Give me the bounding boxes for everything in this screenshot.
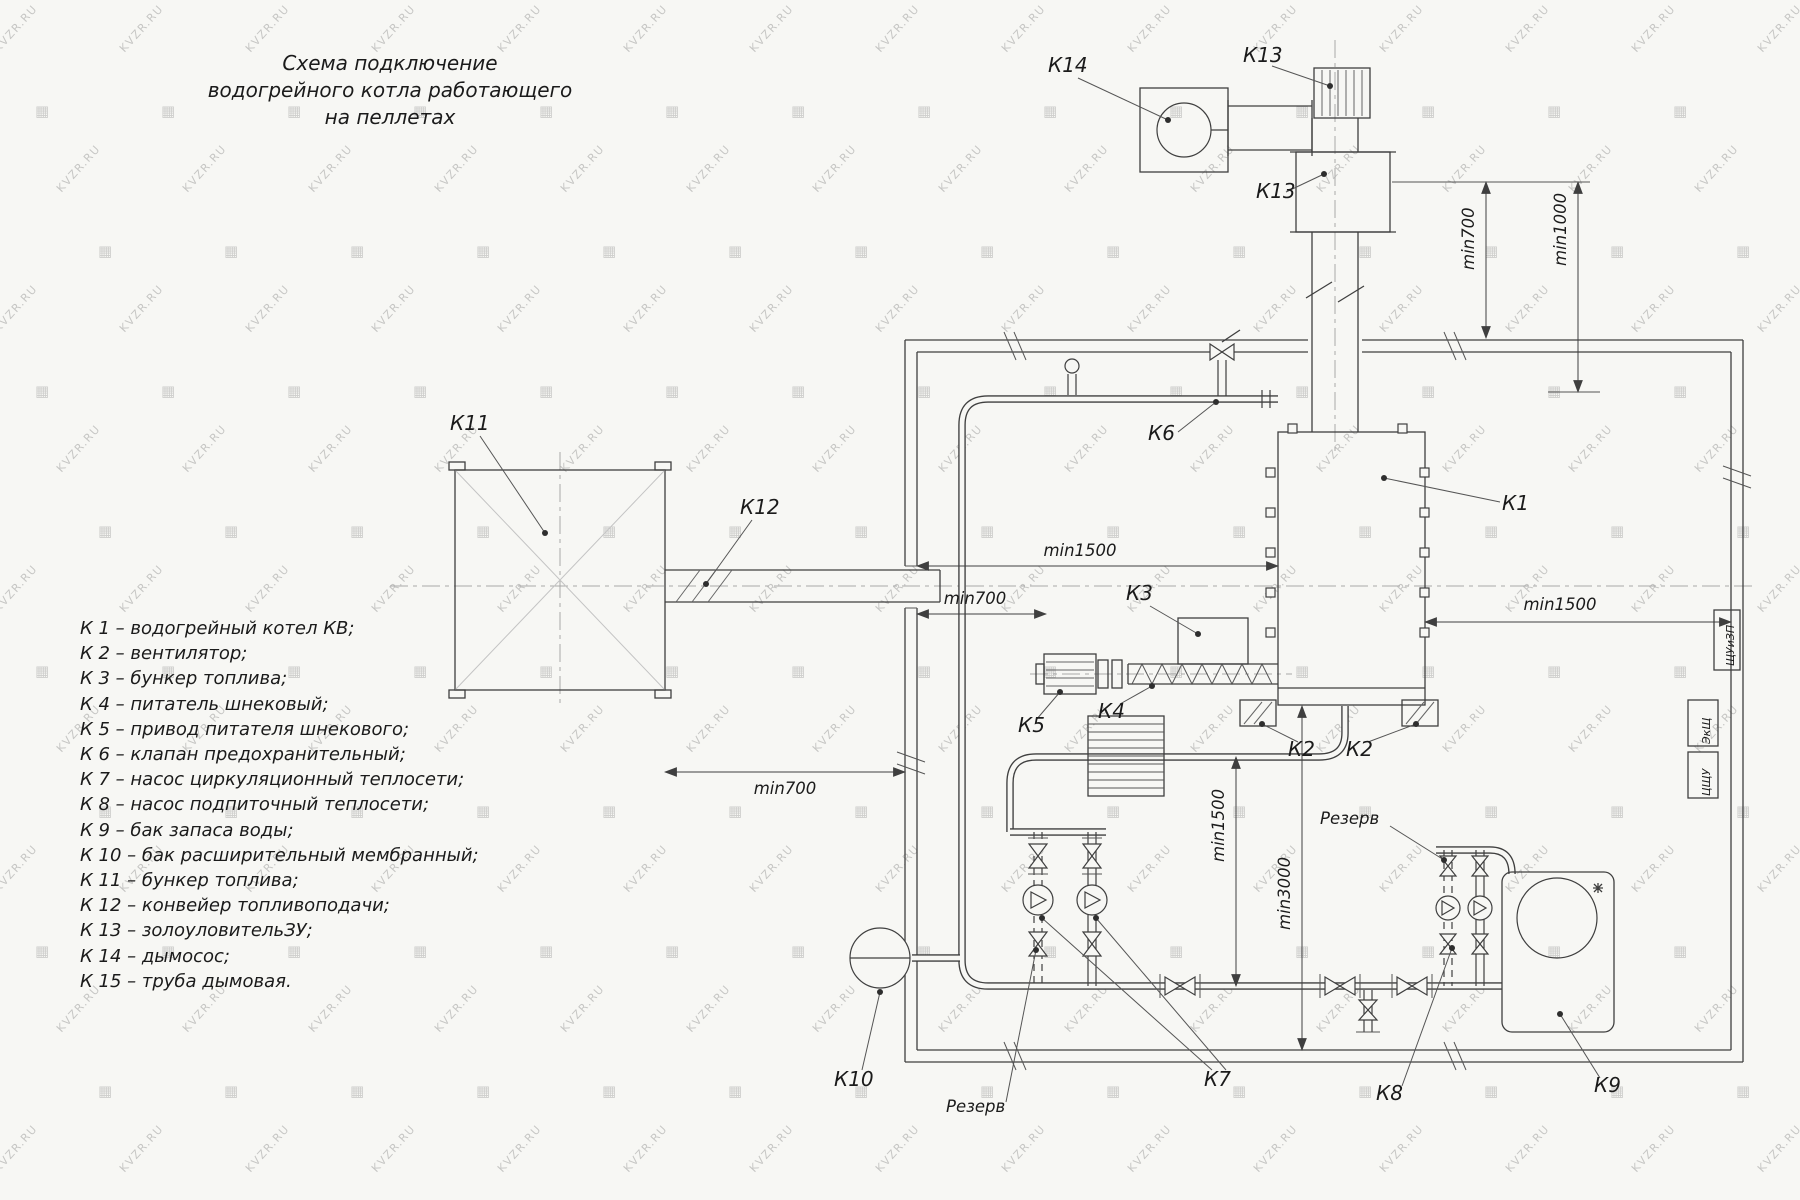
dim-min1000-top: min1000 xyxy=(1551,193,1570,266)
centerlines xyxy=(390,40,1756,706)
boiler-room-walls xyxy=(896,331,1752,1071)
legend-item-k8: К 8 – насос подпиточный теплосети; xyxy=(80,794,430,816)
label-k13-mid: К13 xyxy=(1256,179,1296,203)
label-k6: К6 xyxy=(1148,421,1175,445)
legend-item-k3: К 3 – бункер топлива; xyxy=(80,668,288,690)
legend-item-k6: К 6 – клапан предохранительный; xyxy=(80,744,406,766)
label-reserve-top: Резерв xyxy=(1320,809,1379,828)
dim-min1500-right: min1500 xyxy=(1523,595,1596,614)
title-line-1: Схема подключение xyxy=(282,51,498,75)
legend-item-k13: К 13 – золоуловительЗУ; xyxy=(80,920,313,942)
makeup-pumps-k8 xyxy=(1435,850,1493,986)
legend-item-k14: К 14 – дымосос; xyxy=(80,945,230,967)
ash-collector-motor xyxy=(1313,67,1371,119)
label-k13-top: К13 xyxy=(1243,43,1283,67)
label-k2-left: К2 xyxy=(1288,737,1315,761)
label-k10: К10 xyxy=(834,1067,874,1091)
dim-min700-left: min700 xyxy=(944,589,1007,608)
dim-min700-top: min700 xyxy=(1459,207,1478,270)
label-k4: К4 xyxy=(1098,699,1125,723)
boiler-k1 xyxy=(1265,423,1430,706)
label-k9: К9 xyxy=(1594,1073,1621,1097)
expansion-tank-k10 xyxy=(849,927,911,989)
fuel-hopper-k3 xyxy=(1177,617,1249,665)
label-k5: К5 xyxy=(1018,713,1045,737)
legend: К 1 – водогрейный котел КВ; К 2 – вентил… xyxy=(80,616,479,994)
panel-label-2: ЭкЩ xyxy=(1700,718,1713,745)
legend-item-k10: К 10 – бак расширительный мембранный; xyxy=(80,844,479,866)
label-k12: К12 xyxy=(740,495,780,519)
electrical-panels: ЩУиЗП ЭкЩ ЦЩУ xyxy=(1687,609,1741,799)
legend-item-k11: К 11 – бункер топлива; xyxy=(80,870,299,892)
water-tank-k9 xyxy=(1501,871,1615,1033)
legend-item-k1: К 1 – водогрейный котел КВ; xyxy=(80,618,355,639)
screw-feeder-k4 xyxy=(1097,659,1278,689)
title-line-3: на пеллетах xyxy=(324,105,456,129)
panel-label-3: ЦЩУ xyxy=(1700,767,1713,796)
ash-collector-k13 xyxy=(1290,151,1396,233)
panel-label-1: ЩУиЗП xyxy=(1724,625,1737,666)
circulation-pumps-k7 xyxy=(1022,832,1108,986)
title-line-2: водогрейного котла работающего xyxy=(207,78,573,102)
feeder-drive-k5 xyxy=(1035,653,1097,695)
air-vent-symbol xyxy=(1064,358,1080,395)
dim-min3000-vertical: min3000 xyxy=(1275,857,1294,930)
dimension-lines xyxy=(663,180,1733,1052)
dim-min1500-left: min1500 xyxy=(1043,541,1116,560)
label-k3: К3 xyxy=(1126,581,1153,605)
bottom-pipe-valves xyxy=(1159,974,1433,1033)
legend-item-k9: К 9 – бак запаса воды; xyxy=(80,819,294,841)
fuel-bunker-k11 xyxy=(448,461,672,699)
smoke-fan-k14 xyxy=(1139,87,1313,173)
legend-item-k15: К 15 – труба дымовая. xyxy=(80,970,292,992)
label-k14: К14 xyxy=(1048,53,1088,77)
label-k1: К1 xyxy=(1502,491,1529,515)
legend-item-k7: К 7 – насос циркуляционный теплосети; xyxy=(80,769,465,791)
safety-valve-k6 xyxy=(1209,329,1241,396)
label-k8: К8 xyxy=(1376,1081,1403,1105)
label-k11: К11 xyxy=(450,411,490,435)
fan-k2-left xyxy=(1239,699,1277,727)
label-reserve-bottom: Резерв xyxy=(946,1097,1005,1116)
dim-min700-bunker: min700 xyxy=(754,779,817,798)
drawing-title: Схема подключение водогрейного котла раб… xyxy=(190,50,590,131)
legend-item-k4: К 4 – питатель шнековый; xyxy=(80,693,329,715)
legend-item-k12: К 12 – конвейер топливоподачи; xyxy=(80,895,390,917)
stairs xyxy=(1087,715,1165,797)
label-k2-right: К2 xyxy=(1346,737,1373,761)
leader-lines xyxy=(479,65,1601,1103)
label-k7: К7 xyxy=(1204,1067,1231,1091)
fan-k2-right xyxy=(1401,699,1439,727)
pipes xyxy=(912,390,1516,990)
legend-item-k2: К 2 – вентилятор; xyxy=(80,643,248,665)
dim-min1500-vertical: min1500 xyxy=(1209,789,1228,862)
legend-item-k5: К 5 – привод питателя шнекового; xyxy=(80,718,410,740)
